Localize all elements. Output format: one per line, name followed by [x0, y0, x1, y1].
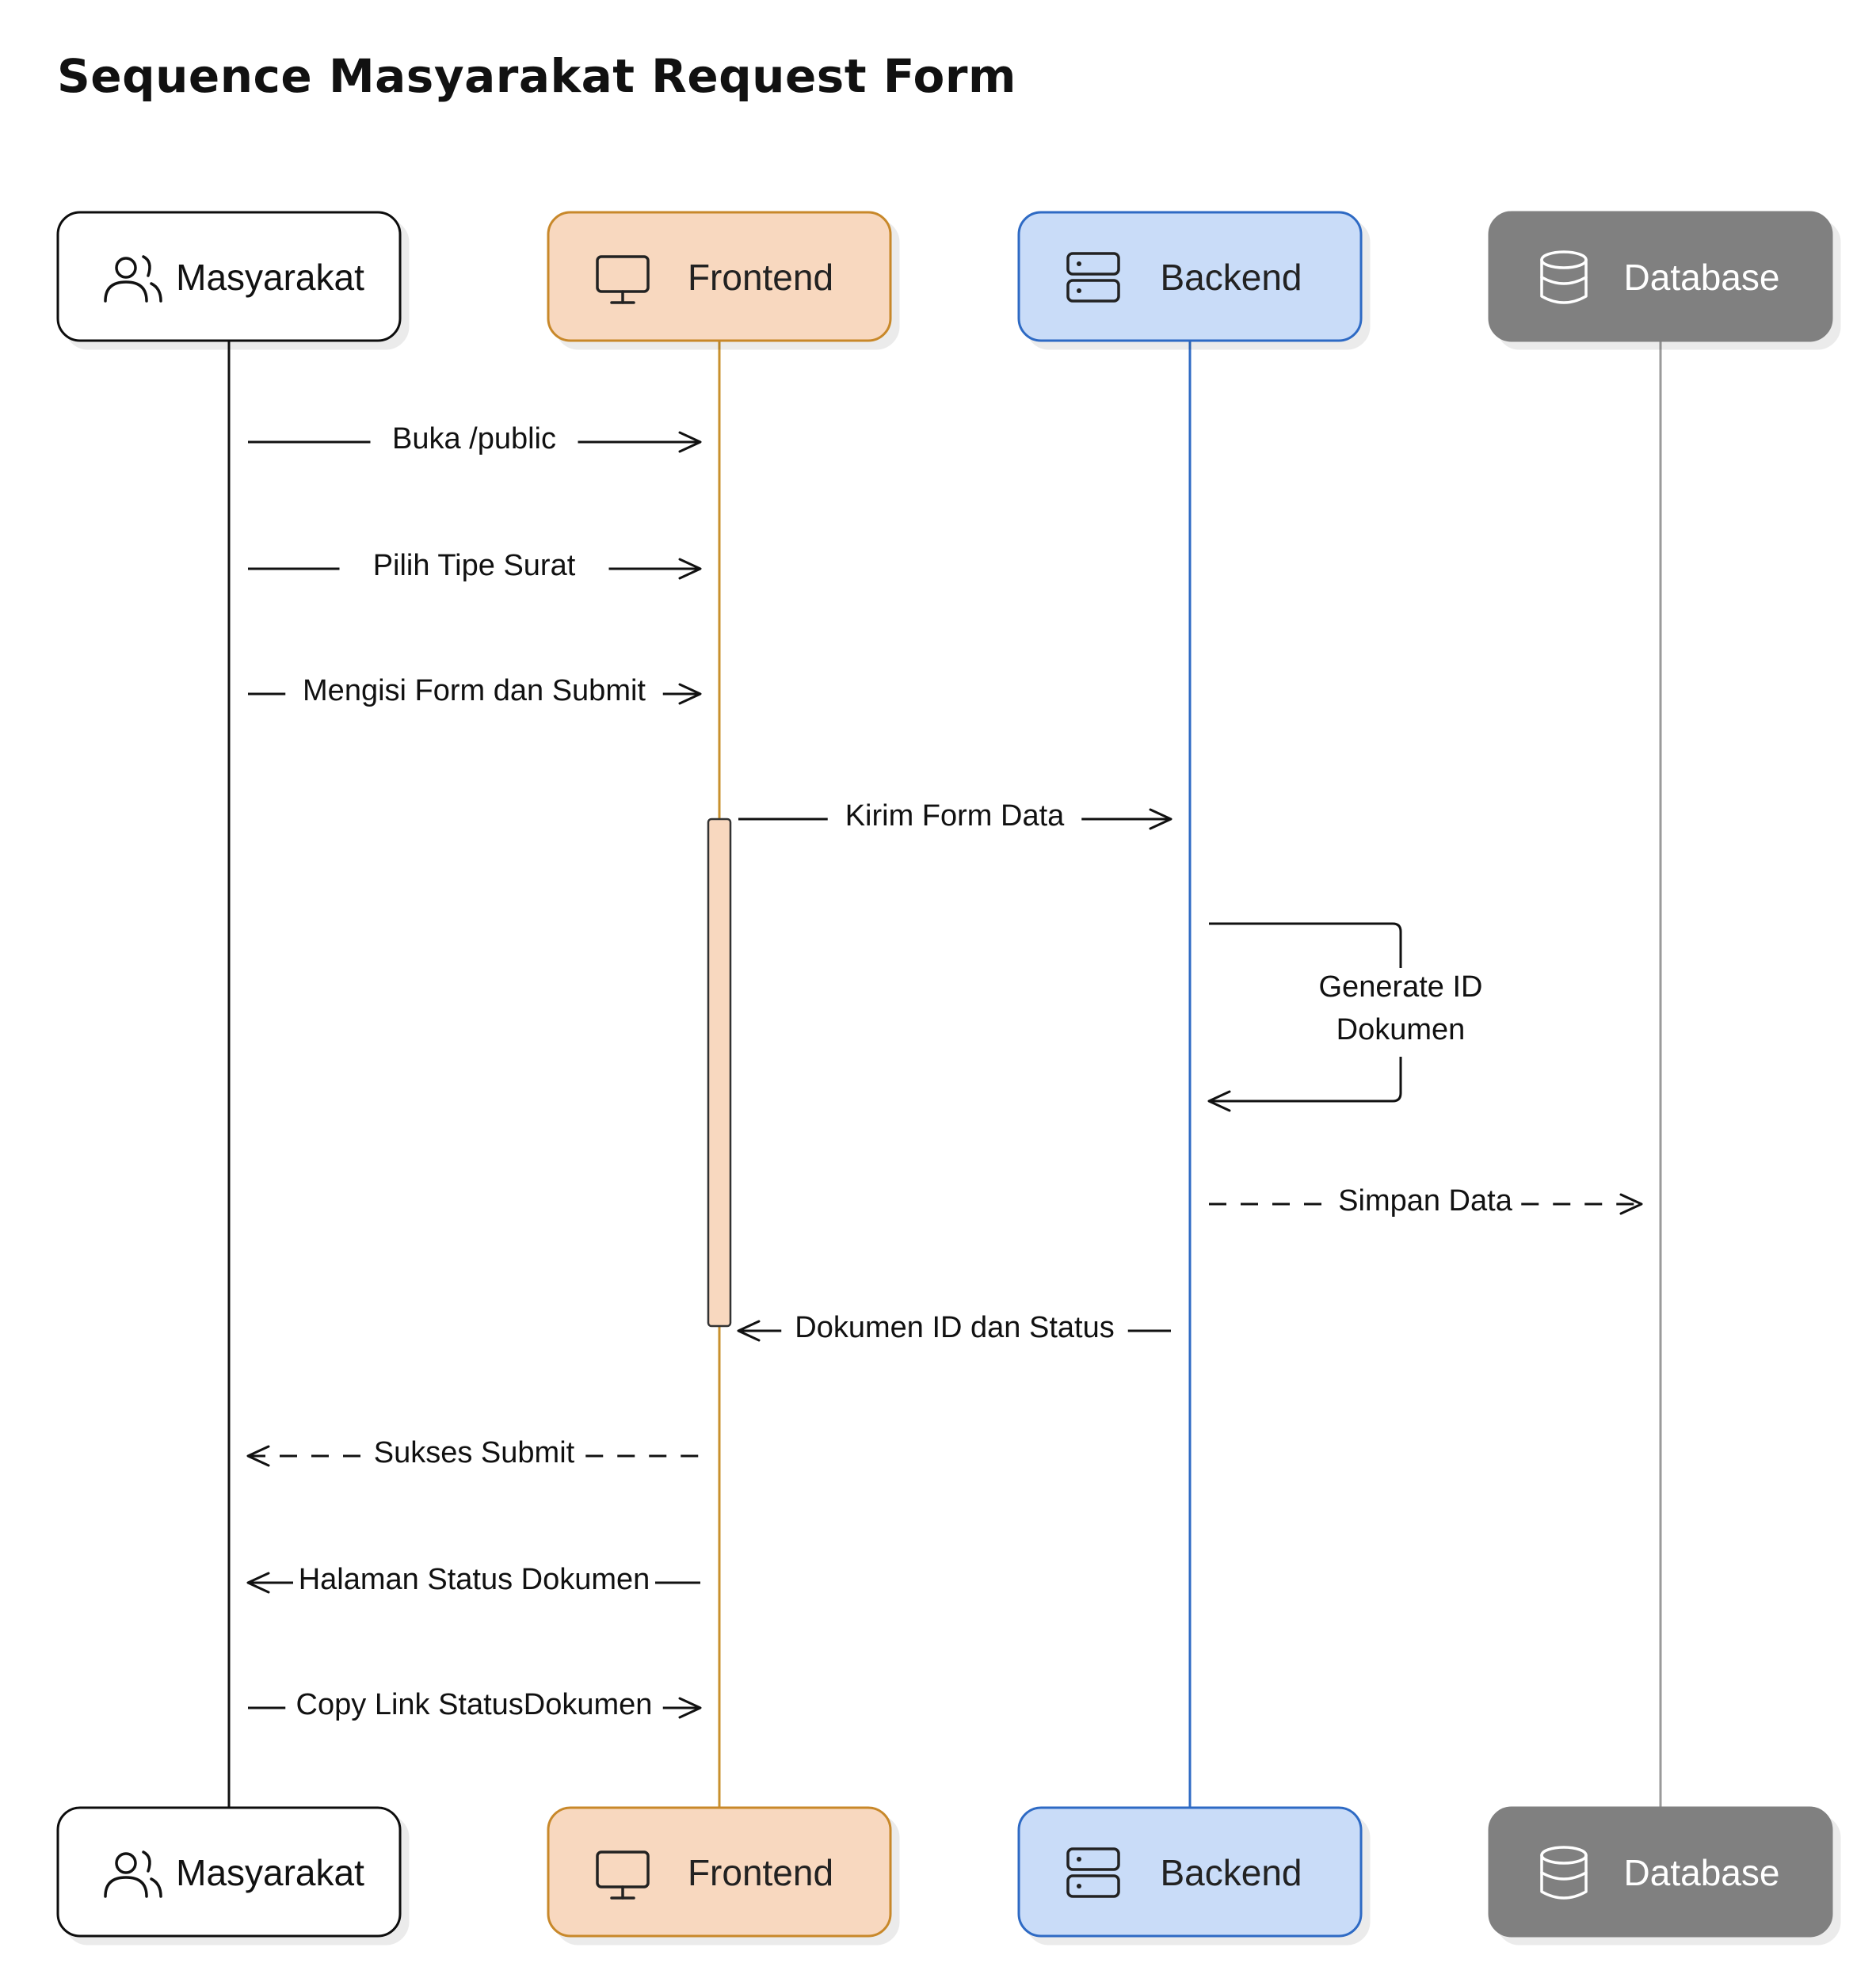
arrowhead: [1619, 1193, 1643, 1215]
message-10: Copy Link StatusDokumen: [248, 1688, 702, 1721]
self-message-line: [1209, 922, 1402, 968]
message-label: Dokumen: [1336, 1013, 1466, 1046]
arrowhead: [678, 683, 702, 705]
participant-label: Masyarakat: [176, 257, 364, 298]
self-message-line: [1209, 1057, 1402, 1103]
participant-box: [1017, 211, 1363, 342]
message-label: Halaman Status Dokumen: [299, 1563, 650, 1596]
monitor-icon: [596, 255, 650, 304]
participant-label: Masyarakat: [176, 1852, 364, 1893]
message-5: Generate ID Dokumen: [1207, 922, 1483, 1112]
message-label: Buka /public: [392, 422, 556, 455]
participant-label: Database: [1624, 257, 1780, 298]
message-4: Kirim Form Data: [738, 799, 1172, 833]
participant-label: Frontend: [688, 257, 833, 298]
message-label: Mengisi Form dan Submit: [303, 674, 646, 707]
server-icon: [1066, 252, 1120, 303]
arrowhead: [737, 1320, 761, 1342]
database-icon: [1540, 1846, 1588, 1900]
server-light-icon: [1077, 1857, 1081, 1862]
message-label: Simpan Data: [1338, 1184, 1513, 1218]
participant-label: Backend: [1160, 257, 1302, 298]
monitor-icon: [596, 1850, 650, 1900]
arrowhead: [678, 558, 702, 580]
participant-backend-bottom: Backend: [1017, 1806, 1363, 1938]
message-1: Buka /public: [248, 422, 702, 455]
server-light-icon: [1077, 1884, 1081, 1888]
participant-database-top: Database: [1488, 211, 1833, 342]
message-3: Mengisi Form dan Submit: [248, 674, 702, 707]
participant-box: [1488, 1806, 1833, 1938]
arrowhead: [678, 431, 702, 453]
message-6: Simpan Data: [1209, 1184, 1643, 1218]
message-7: Dokumen ID dan Status: [737, 1311, 1171, 1344]
message-2: Pilih Tipe Surat: [248, 549, 702, 582]
message-label: Generate ID: [1319, 970, 1483, 1004]
participant-backend-top: Backend: [1017, 211, 1363, 342]
message-label: Kirim Form Data: [845, 799, 1065, 833]
arrowhead: [1207, 1090, 1231, 1112]
participant-box: [56, 211, 402, 342]
diagram-title: Sequence Masyarakat Request Form: [57, 49, 1016, 103]
participant-label: Database: [1624, 1852, 1780, 1893]
message-label: Sukses Submit: [374, 1436, 575, 1469]
participant-box: [56, 1806, 402, 1938]
server-light-icon: [1077, 288, 1081, 293]
participant-label: Frontend: [688, 1852, 833, 1893]
database-icon: [1540, 250, 1588, 304]
participant-frontend-bottom: Frontend: [547, 1806, 892, 1938]
participant-frontend-top: Frontend: [547, 211, 892, 342]
participant-box: [1488, 211, 1833, 342]
participant-masyarakat-bottom: Masyarakat: [56, 1806, 402, 1938]
arrowhead: [678, 1697, 702, 1719]
participant-box: [547, 211, 892, 342]
participant-box: [1017, 1806, 1363, 1938]
arrowhead: [1149, 808, 1172, 830]
arrowhead: [246, 1445, 270, 1467]
users-icon: [104, 255, 162, 303]
server-light-icon: [1077, 261, 1081, 266]
participant-database-bottom: Database: [1488, 1806, 1833, 1938]
participant-label: Backend: [1160, 1852, 1302, 1893]
message-9: Halaman Status Dokumen: [246, 1563, 700, 1596]
message-label: Dokumen ID dan Status: [795, 1311, 1114, 1344]
message-label: Copy Link StatusDokumen: [296, 1688, 653, 1721]
activation-bar: [707, 817, 732, 1328]
users-icon: [104, 1850, 162, 1898]
participant-masyarakat-top: Masyarakat: [56, 211, 402, 342]
message-label: Pilih Tipe Surat: [373, 549, 576, 582]
participant-box: [547, 1806, 892, 1938]
arrowhead: [246, 1572, 270, 1594]
message-8: Sukses Submit: [246, 1436, 700, 1469]
server-icon: [1066, 1847, 1120, 1898]
